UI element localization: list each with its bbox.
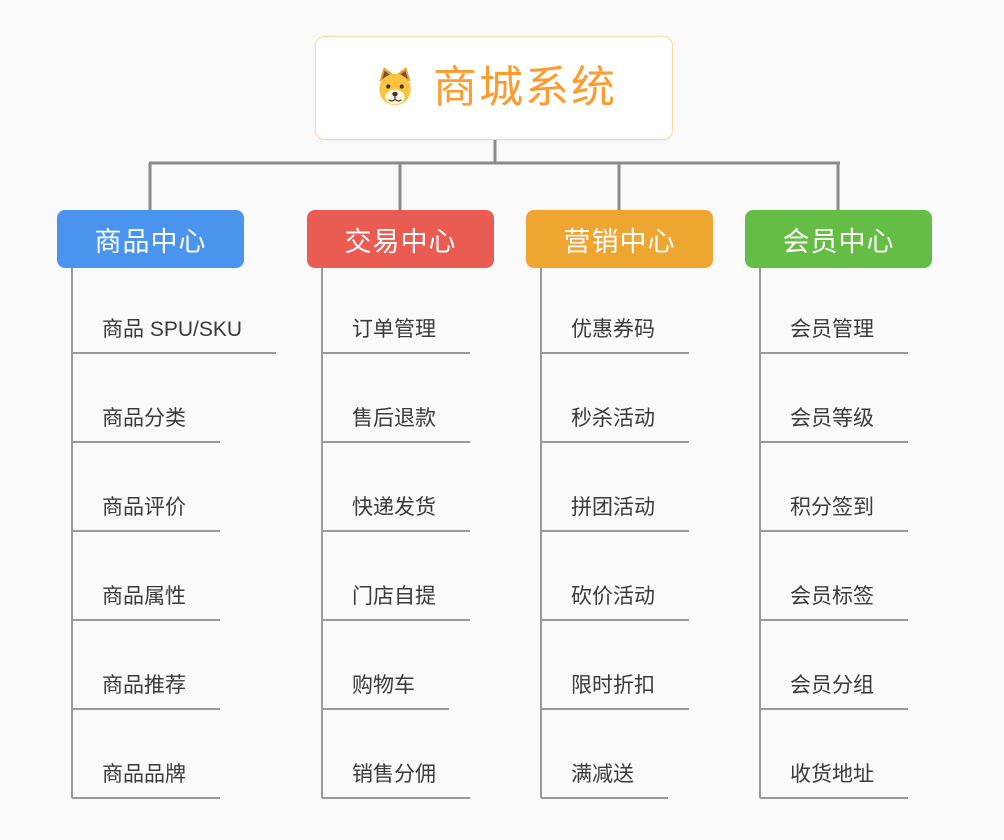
- topic-item[interactable]: 收货地址: [760, 761, 908, 799]
- topic-item[interactable]: 会员标签: [760, 583, 908, 621]
- child-connectors: [71, 268, 761, 798]
- branch-trade-center[interactable]: 交易中心: [307, 210, 494, 268]
- topic-item[interactable]: 商品 SPU/SKU: [72, 316, 277, 354]
- topic-item[interactable]: 会员等级: [760, 405, 908, 443]
- topic-item[interactable]: 购物车: [322, 672, 449, 710]
- topic-item[interactable]: 会员分组: [760, 672, 908, 710]
- topic-item[interactable]: 商品评价: [72, 494, 220, 532]
- topic-item[interactable]: 商品属性: [72, 583, 220, 621]
- topic-item[interactable]: 会员管理: [760, 316, 908, 354]
- trunk-connector: [148, 140, 840, 210]
- topic-item[interactable]: 满减送: [541, 761, 668, 799]
- topic-item[interactable]: 限时折扣: [541, 672, 689, 710]
- topic-item[interactable]: 优惠券码: [541, 316, 689, 354]
- topic-item[interactable]: 砍价活动: [541, 583, 689, 621]
- topic-item[interactable]: 订单管理: [322, 316, 470, 354]
- branch-product-center[interactable]: 商品中心: [57, 210, 244, 268]
- topic-item[interactable]: 门店自提: [322, 583, 470, 621]
- root-title: 商城系统: [433, 63, 617, 112]
- dog-face-icon: [371, 64, 419, 112]
- topic-item[interactable]: 售后退款: [322, 405, 470, 443]
- topic-item[interactable]: 商品品牌: [72, 761, 220, 799]
- topic-item[interactable]: 秒杀活动: [541, 405, 689, 443]
- topic-item[interactable]: 快递发货: [322, 494, 470, 532]
- topic-item[interactable]: 销售分佣: [322, 761, 470, 799]
- branch-marketing-center[interactable]: 营销中心: [526, 210, 713, 268]
- topic-item[interactable]: 商品推荐: [72, 672, 220, 710]
- topic-item[interactable]: 拼团活动: [541, 494, 689, 532]
- topic-item[interactable]: 积分签到: [760, 494, 908, 532]
- branch-member-center[interactable]: 会员中心: [745, 210, 932, 268]
- root-node[interactable]: 商城系统: [315, 36, 673, 140]
- topic-item[interactable]: 商品分类: [72, 405, 220, 443]
